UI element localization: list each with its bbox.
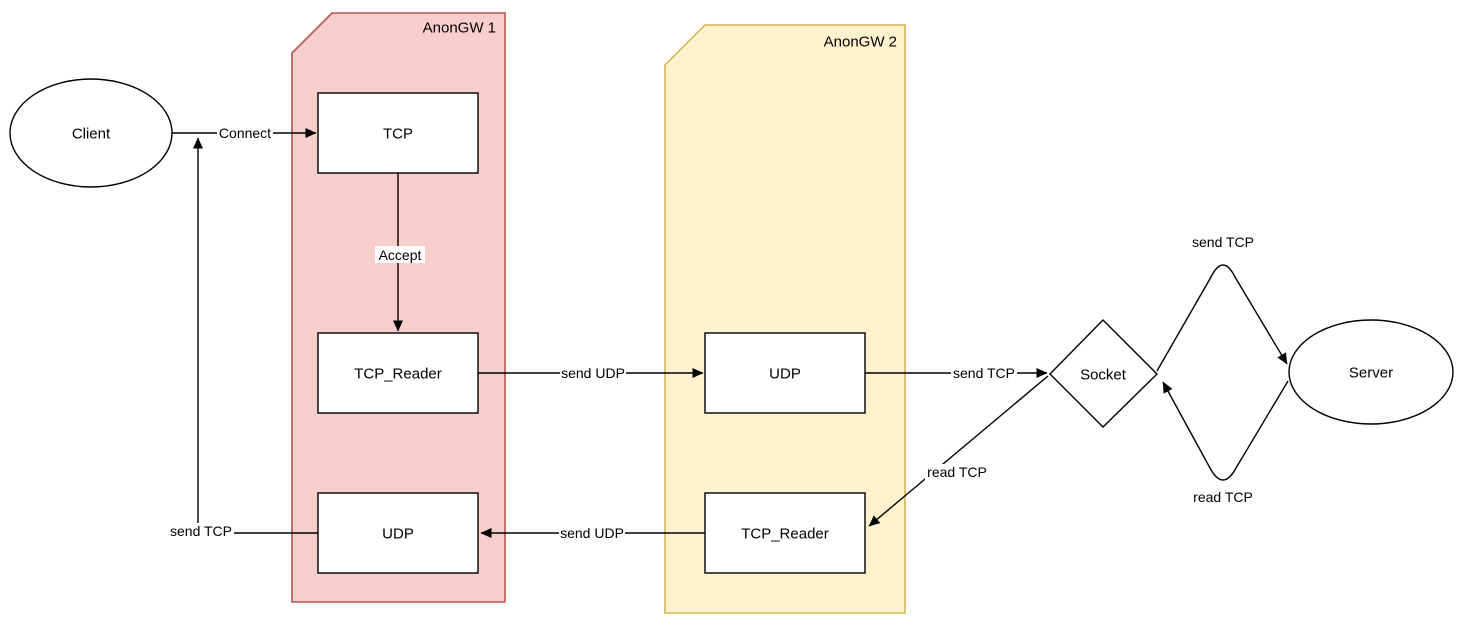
- edge-label-bg: [560, 365, 626, 381]
- edge-label-bg: [559, 525, 625, 541]
- edge-label-bg: [375, 246, 425, 263]
- node-gw1-udp: [317, 492, 479, 574]
- edge-label-bg: [925, 464, 989, 480]
- edge-send-tcp-to-server-label: send TCP: [1192, 234, 1254, 250]
- node-socket: [1049, 319, 1158, 428]
- edge-read-tcp-to-reader-label: read TCP: [927, 464, 987, 480]
- node-server: [1288, 319, 1454, 425]
- container-anongw2: [664, 24, 906, 614]
- edge-accept-label: Accept: [379, 247, 422, 263]
- node-gw2-udp: [704, 332, 866, 414]
- node-client-label: Client: [72, 126, 111, 143]
- node-gw2-udp-label: UDP: [769, 366, 801, 383]
- edge-send-udp-back-label: send UDP: [560, 525, 624, 541]
- edge-read-tcp-from-server: [1162, 380, 1289, 481]
- node-gw2-tcp-reader-label: TCP_Reader: [741, 526, 829, 543]
- node-gw2-tcp-reader: [704, 492, 866, 574]
- edge-connect-label: Connect: [219, 125, 271, 141]
- node-socket-label: Socket: [1080, 367, 1127, 384]
- edge-label-bg: [168, 523, 234, 539]
- node-gw1-tcp-label: TCP: [383, 126, 413, 143]
- node-client: [9, 78, 173, 188]
- node-gw1-tcp-reader: [317, 332, 479, 414]
- node-gw1-udp-label: UDP: [382, 526, 414, 543]
- node-gw1-tcp-reader-label: TCP_Reader: [354, 366, 442, 383]
- container-anongw2-label: AnonGW 2: [824, 34, 897, 51]
- edge-send-tcp-to-client-label: send TCP: [170, 523, 232, 539]
- container-anongw1-label: AnonGW 1: [423, 20, 496, 37]
- edge-read-tcp-to-reader: [868, 375, 1049, 527]
- edge-send-tcp-to-socket-label: send TCP: [953, 365, 1015, 381]
- edge-read-tcp-from-server-label: read TCP: [1193, 489, 1253, 505]
- edge-label-bg: [951, 365, 1017, 381]
- edge-send-tcp-to-server: [1156, 264, 1288, 372]
- edge-send-udp-forward-label: send UDP: [561, 365, 625, 381]
- edge-label-bg: [217, 125, 273, 141]
- node-server-label: Server: [1349, 365, 1393, 382]
- node-gw1-tcp: [317, 92, 479, 174]
